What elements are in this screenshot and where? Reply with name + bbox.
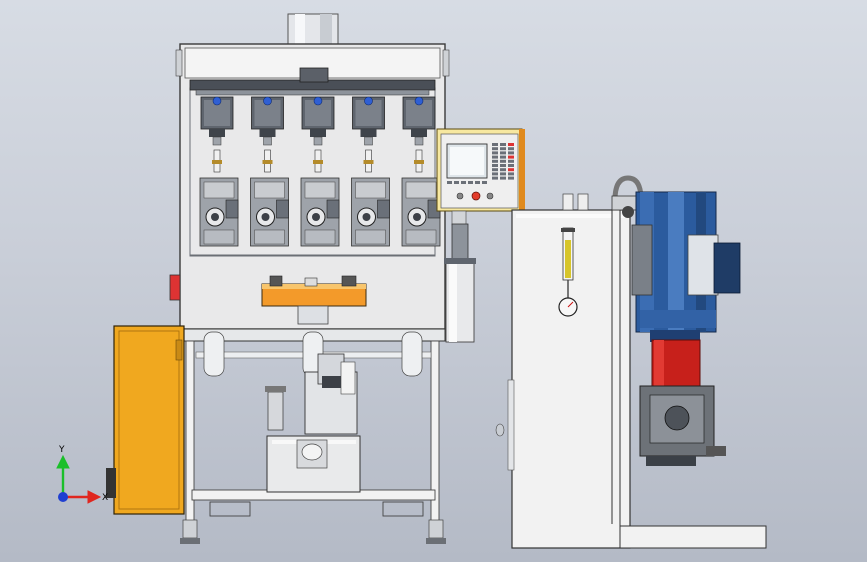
keypad-key[interactable] (492, 147, 498, 151)
keypad-key[interactable] (500, 172, 506, 176)
spindle-station[interactable] (300, 96, 340, 247)
x-axis-label: X (102, 493, 108, 503)
spindle-station[interactable] (401, 96, 441, 247)
work-table[interactable] (261, 275, 367, 325)
electric-motor[interactable] (631, 191, 741, 342)
function-key[interactable] (468, 181, 473, 184)
hydraulic-cylinder (444, 223, 476, 343)
keypad-key[interactable] (500, 155, 506, 159)
keypad-key[interactable] (492, 176, 498, 180)
spindle-stations (199, 96, 441, 247)
function-key[interactable] (461, 181, 466, 184)
keypad-key[interactable] (500, 176, 506, 180)
keypad-key[interactable] (492, 159, 498, 163)
emergency-stop-icon (471, 191, 481, 201)
keypad-key[interactable] (492, 168, 498, 172)
function-key[interactable] (447, 181, 452, 184)
spindle-motor-icon (414, 96, 424, 106)
function-key[interactable] (454, 181, 459, 184)
electrical-cabinet[interactable] (106, 325, 185, 515)
keypad-key[interactable] (508, 155, 514, 159)
spindle-station[interactable] (250, 96, 289, 247)
spindle-motor-icon (313, 96, 323, 106)
spindle-motor-icon (364, 96, 373, 106)
selector-switch-icon (456, 192, 464, 200)
control-panel[interactable] (436, 128, 525, 226)
exhaust-duct (287, 13, 339, 45)
level-gauge-icon (561, 227, 575, 281)
keypad-key[interactable] (508, 147, 514, 151)
spindle-station[interactable] (351, 96, 390, 247)
keypad-key[interactable] (492, 155, 498, 159)
spindle-motor-icon (212, 96, 222, 106)
keypad-key[interactable] (508, 176, 514, 180)
keypad-icon[interactable] (492, 143, 514, 180)
spindle-station[interactable] (199, 96, 239, 247)
door-handle-left (169, 274, 181, 301)
key-switch-icon (486, 192, 494, 200)
keypad-key[interactable] (508, 172, 514, 176)
keypad-key[interactable] (500, 143, 506, 146)
keypad-key[interactable] (492, 164, 498, 167)
keypad-key[interactable] (492, 143, 498, 146)
spindle-motor-icon (263, 96, 272, 106)
hydraulic-pump (639, 385, 726, 466)
keypad-key[interactable] (492, 151, 498, 155)
keypad-key[interactable] (508, 143, 514, 146)
panel-button-row[interactable] (447, 181, 487, 184)
keypad-key[interactable] (508, 168, 514, 172)
keypad-key[interactable] (500, 147, 506, 151)
keypad-key[interactable] (500, 151, 506, 155)
keypad-key[interactable] (500, 159, 506, 163)
y-axis-label: Y (58, 445, 65, 455)
pressure-gauge-icon (558, 280, 578, 317)
keypad-key[interactable] (492, 172, 498, 176)
function-key[interactable] (482, 181, 487, 184)
hydraulic-power-unit[interactable] (495, 175, 767, 549)
coolant-tank (265, 353, 361, 493)
keypad-key[interactable] (500, 168, 506, 172)
coordinate-triad: Y X (56, 445, 108, 504)
keypad-key[interactable] (508, 151, 514, 155)
keypad-key[interactable] (508, 159, 514, 163)
keypad-key[interactable] (500, 164, 506, 167)
function-key[interactable] (475, 181, 480, 184)
keypad-key[interactable] (508, 164, 514, 167)
